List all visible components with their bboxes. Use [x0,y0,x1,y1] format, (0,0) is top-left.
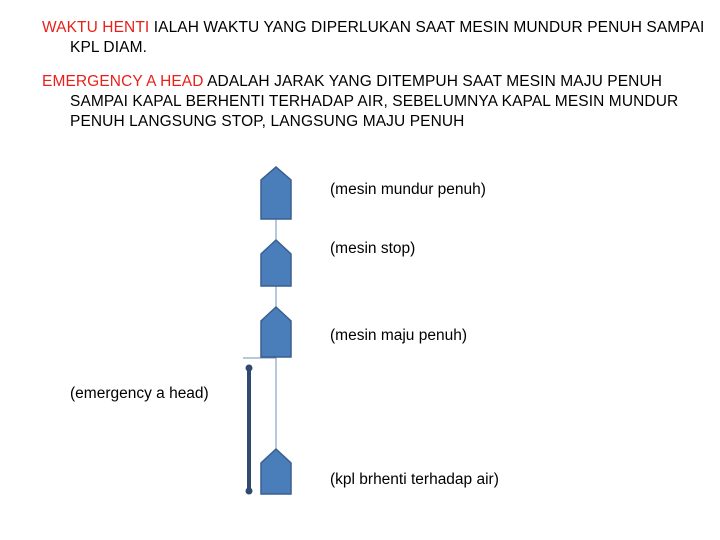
ship-marker-icon-mundur [260,166,292,220]
ship-marker-icon-berhenti [260,447,292,495]
ship-marker-icon-stop [260,238,292,287]
ship-marker-icon-maju [260,305,292,358]
definition-text-waktu-henti: IALAH WAKTU YANG DIPERLUKAN SAAT MESIN M… [70,19,705,56]
definition-emergency-a-head: EMERGENCY A HEAD ADALAH JARAK YANG DITEM… [42,72,710,132]
term-waktu-henti: WAKTU HENTI [42,19,150,36]
term-emergency-a-head: EMERGENCY A HEAD [42,73,204,90]
definition-waktu-henti: WAKTU HENTI IALAH WAKTU YANG DIPERLUKAN … [42,18,710,58]
arrow-end-dot [245,487,253,495]
label-mesin-mundur-penuh: (mesin mundur penuh) [330,181,486,198]
label-mesin-maju-penuh: (mesin maju penuh) [330,327,467,344]
label-mesin-stop: (mesin stop) [330,240,416,257]
definition-text-emergency-a-head: ADALAH JARAK YANG DITEMPUH SAAT MESIN MA… [70,73,679,130]
arrow-start-dot [245,364,253,372]
label-emergency-a-head: (emergency a head) [70,385,209,402]
label-kpl-berhenti: (kpl brhenti terhadap air) [330,471,499,488]
